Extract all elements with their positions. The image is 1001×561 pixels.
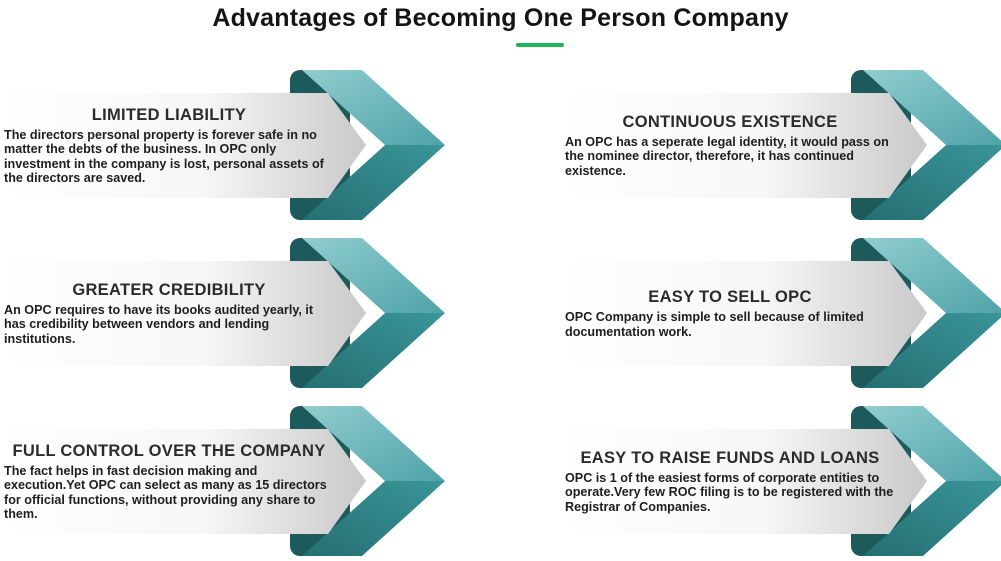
card-raise-funds: EASY TO RAISE FUNDS AND LOANS OPC is 1 of… <box>561 406 1001 556</box>
chevron-top-face <box>863 238 1001 313</box>
card-full-control: FULL CONTROL OVER THE COMPANY The fact he… <box>0 406 445 556</box>
chevron-top-face <box>863 70 1001 145</box>
card-limited-liability: LIMITED LIABILITY The directors personal … <box>0 70 445 220</box>
card-heading: GREATER CREDIBILITY <box>72 280 266 299</box>
chevron-bottom-face <box>863 313 1001 388</box>
arrow-band <box>561 93 927 198</box>
card-heading: EASY TO RAISE FUNDS AND LOANS <box>580 448 880 467</box>
chevron-top-face <box>863 406 1001 481</box>
arrow-chevron-graphic <box>561 70 1001 220</box>
card-body: OPC Company is simple to sell because of… <box>565 310 864 339</box>
card-body: An OPC has a seperate legal identity, it… <box>565 134 889 178</box>
arrow-chevron-graphic <box>0 406 445 556</box>
arrow-chevron-graphic <box>0 70 445 220</box>
chevron-bottom-face <box>302 313 445 388</box>
card-easy-to-sell: EASY TO SELL OPC OPC Company is simple to… <box>561 238 1001 388</box>
card-continuous-existence: CONTINUOUS EXISTENCE An OPC has a seperat… <box>561 70 1001 220</box>
chevron-top-face <box>302 70 445 145</box>
arrow-band <box>0 429 366 534</box>
chevron-top-face <box>302 406 445 481</box>
chevron-bottom-face <box>302 481 445 556</box>
card-body: The fact helps in fast decision making a… <box>4 463 327 522</box>
card-heading: CONTINUOUS EXISTENCE <box>622 112 838 131</box>
card-body: The directors personal property is forev… <box>4 127 324 186</box>
arrow-chevron-graphic <box>0 238 445 388</box>
arrow-chevron-graphic <box>561 238 1001 388</box>
page-title: Advantages of Becoming One Person Compan… <box>212 4 789 32</box>
card-heading: EASY TO SELL OPC <box>648 288 812 306</box>
card-heading: LIMITED LIABILITY <box>91 105 247 124</box>
arrow-band <box>561 429 927 534</box>
arrow-band <box>0 93 366 198</box>
chevron-bottom-face <box>863 145 1001 220</box>
chevron-bottom-face <box>863 481 1001 556</box>
card-body: OPC is 1 of the easiest forms of corpora… <box>565 470 894 514</box>
chevron-bottom-face <box>302 145 445 220</box>
card-greater-credibility: GREATER CREDIBILITY An OPC requires to ha… <box>0 238 445 388</box>
arrow-band <box>0 261 366 366</box>
card-body: An OPC requires to have its books audite… <box>4 302 314 346</box>
card-heading: FULL CONTROL OVER THE COMPANY <box>12 441 326 460</box>
title-underline <box>516 43 564 47</box>
arrow-chevron-graphic <box>561 406 1001 556</box>
chevron-top-face <box>302 238 445 313</box>
arrow-band <box>561 261 927 366</box>
